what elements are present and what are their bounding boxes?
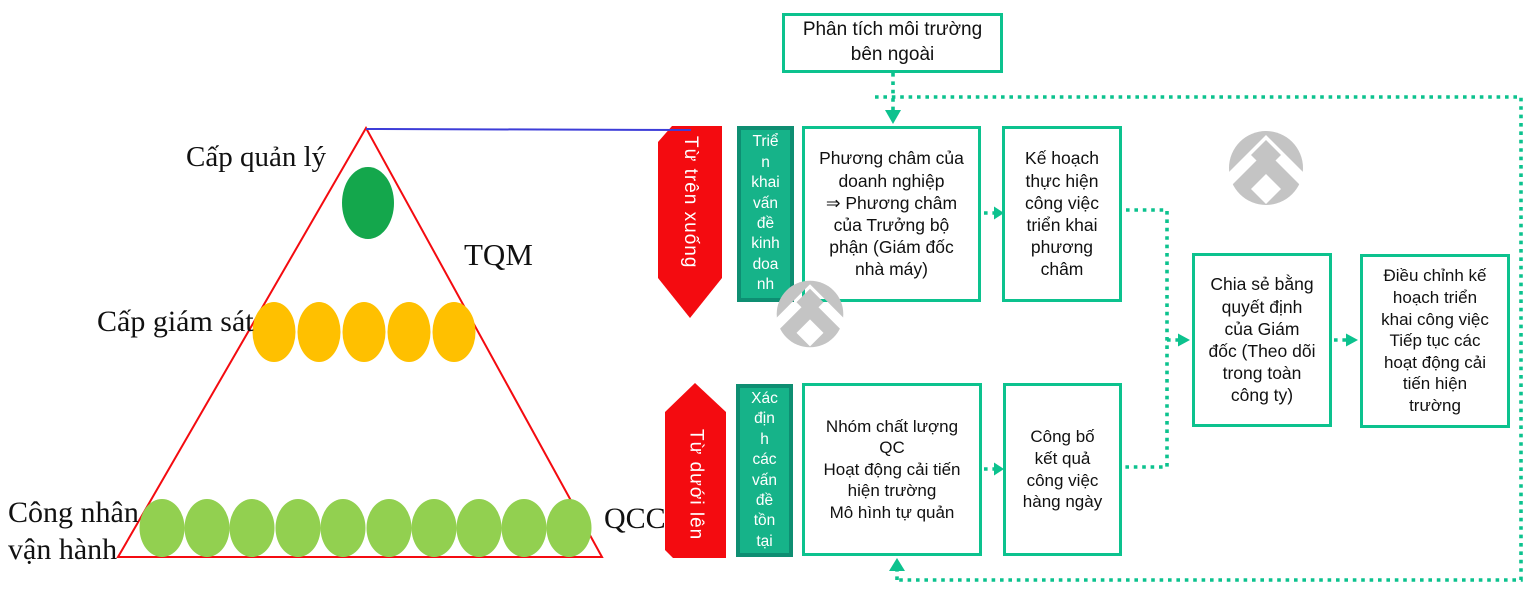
apex-link-line xyxy=(365,128,692,131)
pyramid-dot-supervision xyxy=(432,302,476,362)
top-down-arrow-label: Từ trên xuống xyxy=(680,135,701,269)
pyramid-dot-supervision xyxy=(252,302,296,362)
box-implementation-plan: Kế hoạch thực hiện công việc triển khai … xyxy=(1002,126,1122,302)
pyramid-dot-workers xyxy=(184,499,230,557)
pyramid-dot-workers xyxy=(501,499,547,557)
pyramid-triangle xyxy=(116,125,604,558)
box-director-decision-sharing: Chia sẻ bằng quyết định của Giám đốc (Th… xyxy=(1192,253,1332,427)
label-tqm: TQM xyxy=(464,237,533,272)
box-qc-group-activities: Nhóm chất lượng QC Hoạt động cải tiến hi… xyxy=(802,383,982,556)
box-plan-adjustment: Điều chỉnh kế hoạch triển khai công việc… xyxy=(1360,254,1510,428)
pyramid-dot-workers xyxy=(275,499,321,557)
top-down-arrow-shape xyxy=(658,126,722,318)
step-box-identify-existing-issues: Xác địn h các vấn đề tồn tại xyxy=(736,384,793,557)
label-qcc: QCC xyxy=(604,502,666,535)
pyramid-dots xyxy=(139,167,592,557)
connector-arrowheads xyxy=(885,110,1358,571)
pyramid-dot-management xyxy=(342,167,394,239)
pyramid-dot-workers xyxy=(366,499,412,557)
pyramid-dot-supervision xyxy=(387,302,431,362)
label-supervision-level: Cấp giám sát xyxy=(97,305,254,338)
bottom-up-arrow-shape xyxy=(665,383,726,558)
label-management-level: Cấp quản lý xyxy=(186,141,327,173)
pyramid-dot-workers xyxy=(546,499,592,557)
pyramid-dot-supervision xyxy=(342,302,386,362)
box-company-policy: Phương châm của doanh nghiệp ⇒ Phương ch… xyxy=(802,126,981,302)
pyramid-dot-workers xyxy=(411,499,457,557)
pyramid-dot-workers xyxy=(139,499,185,557)
pyramid-dot-workers xyxy=(456,499,502,557)
box-external-environment-analysis: Phân tích môi trường bên ngoài xyxy=(782,13,1003,73)
box-daily-results-announcement: Công bố kết quả công việc hàng ngày xyxy=(1003,383,1122,556)
connector-merge-to-share xyxy=(1122,208,1169,469)
bottom-up-arrow-label: Từ dưới lên xyxy=(685,429,707,541)
pyramid-dot-supervision xyxy=(297,302,341,362)
label-operators: Công nhân vận hành xyxy=(8,496,139,566)
pyramid-dot-workers xyxy=(229,499,275,557)
pyramid-dot-workers xyxy=(320,499,366,557)
step-box-deploy-business-issues: Triể n khai vấn đề kinh doa nh xyxy=(737,126,794,302)
